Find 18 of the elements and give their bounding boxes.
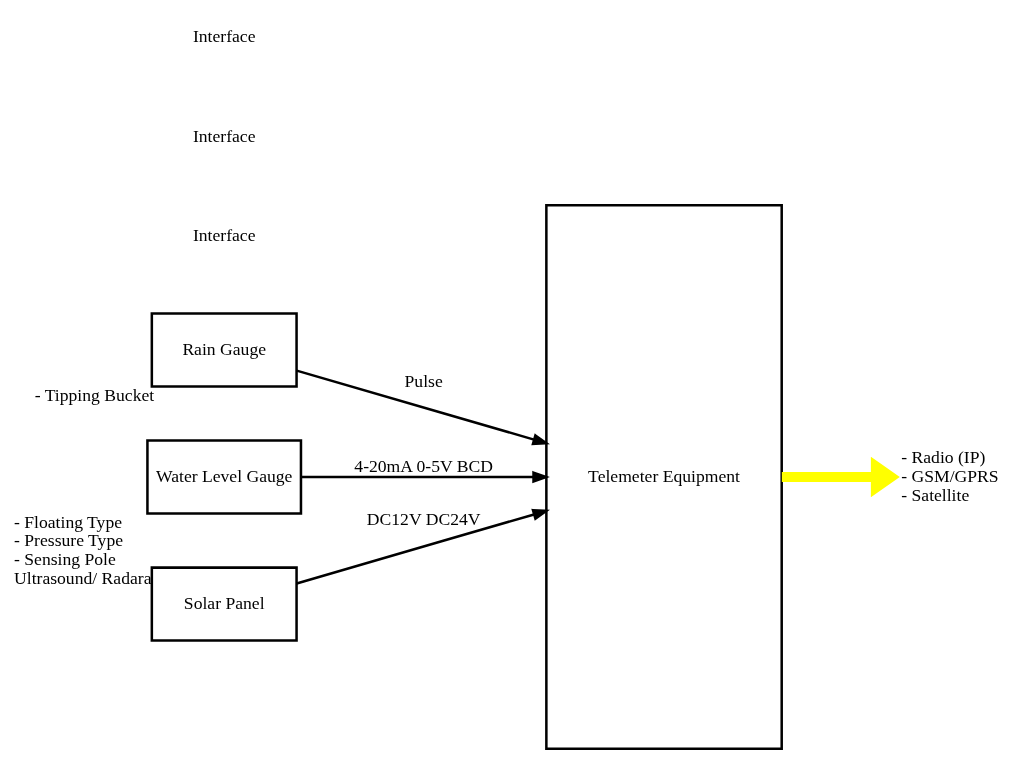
label: Interface (192, 125, 255, 146)
label: Interface (192, 225, 255, 246)
node-box: Rain Gauge (150, 312, 298, 388)
arrow (781, 456, 900, 498)
edge-label: DC12V DC24V (366, 509, 480, 530)
arrow (295, 508, 550, 585)
node-label: Ultrasound/ Radara (13, 568, 151, 589)
node-label: - Floating Type (13, 511, 122, 532)
label: Interface (192, 26, 255, 47)
edge-label: Pulse (404, 370, 443, 391)
node-box: Solar Panel (150, 566, 298, 642)
node-label: - Sensing Pole (13, 549, 116, 570)
node-text: - Radio (IP) - GSM/GPRS - Satellite (900, 446, 999, 505)
arrow (300, 470, 550, 484)
edge-label: 4-20mA 0-5V BCD (353, 456, 493, 477)
node-box: Water Level Gauge (145, 439, 302, 515)
arrow (295, 369, 550, 446)
node-box: Telemeter Equipment (544, 203, 783, 751)
